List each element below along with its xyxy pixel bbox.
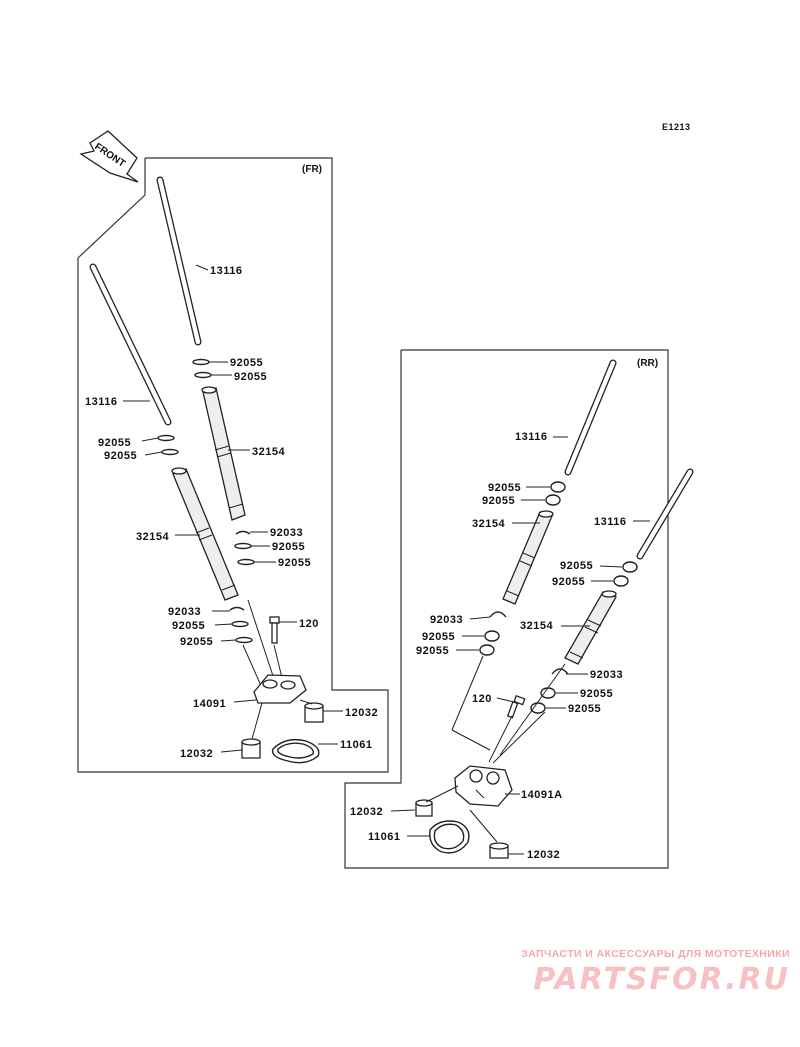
label-fr-13116-b: 13116 — [85, 396, 117, 408]
label-rr-32154-a: 32154 — [472, 518, 505, 530]
label-rr-92033-1: 92033 — [430, 614, 463, 626]
label-rr-92033-2: 92033 — [590, 669, 623, 681]
clip-fr-2 — [229, 606, 245, 611]
label-fr-92033-2: 92033 — [168, 606, 201, 618]
pushrod-rr-a — [564, 359, 617, 476]
watermark: ЗАПЧАСТИ И АКСЕССУАРЫ ДЛЯ МОТОТЕХНИКИ PA… — [480, 948, 790, 997]
o-ring-rr-7 — [540, 687, 556, 699]
label-rr-92055-8: 92055 — [568, 703, 601, 715]
front-direction-arrow: FRONT — [79, 130, 139, 183]
label-rr-14091A: 14091A — [521, 789, 563, 801]
o-ring-rr-8 — [530, 702, 546, 714]
diagram-code: E1213 — [662, 122, 691, 132]
bushing-rr-a — [415, 799, 433, 817]
label-fr-92055-5: 92055 — [272, 541, 305, 553]
o-ring-rr-1 — [550, 481, 566, 493]
label-rr-92055-3: 92055 — [560, 560, 593, 572]
bushing-rr-b — [489, 842, 509, 859]
label-fr-32154-a: 32154 — [252, 446, 285, 458]
bolt-rr — [506, 694, 526, 719]
o-ring-rr-3 — [622, 561, 638, 573]
pushrod-tube-rr-b — [564, 590, 617, 665]
pushrod-fr-b — [89, 263, 172, 426]
label-fr-12032-b: 12032 — [180, 748, 213, 760]
bolt-fr — [269, 616, 280, 644]
pushrod-fr-a — [156, 176, 202, 346]
label-rr-92055-4: 92055 — [552, 576, 585, 588]
pushrod-rr-b — [636, 468, 694, 560]
label-rr-12032-b: 12032 — [527, 849, 560, 861]
label-rr-92055-6: 92055 — [416, 645, 449, 657]
label-rr-92055-7: 92055 — [580, 688, 613, 700]
label-rr-120: 120 — [472, 693, 492, 705]
cover-fr — [253, 674, 307, 704]
watermark-tagline: ЗАПЧАСТИ И АКСЕССУАРЫ ДЛЯ МОТОТЕХНИКИ — [521, 948, 790, 960]
bushing-fr-b — [241, 738, 261, 759]
label-rr-12032-a: 12032 — [350, 806, 383, 818]
label-fr-92055-4: 92055 — [104, 450, 137, 462]
label-rr-11061: 11061 — [368, 831, 400, 843]
label-fr-92055-8: 92055 — [180, 636, 213, 648]
label-rr-92055-1: 92055 — [488, 482, 521, 494]
o-ring-fr-7 — [231, 620, 249, 628]
o-ring-rr-2 — [545, 494, 561, 506]
watermark-logo: PARTSFOR.RU — [533, 962, 790, 997]
label-fr-13116-a: 13116 — [210, 265, 242, 277]
clip-rr-1 — [489, 611, 507, 618]
rear-section-border — [344, 349, 669, 869]
o-ring-fr-5 — [234, 542, 252, 550]
o-ring-fr-8 — [235, 636, 253, 644]
label-fr-92055-3: 92055 — [98, 437, 131, 449]
label-rr-13116-a: 13116 — [515, 431, 547, 443]
rear-section-label: (RR) — [637, 358, 658, 369]
label-fr-11061: 11061 — [340, 739, 372, 751]
pushrod-tube-fr-b — [171, 467, 239, 601]
o-ring-fr-6 — [237, 558, 255, 566]
label-rr-32154-b: 32154 — [520, 620, 553, 632]
o-ring-fr-2 — [194, 371, 212, 379]
label-rr-13116-b: 13116 — [594, 516, 626, 528]
label-fr-12032-a: 12032 — [345, 707, 378, 719]
cover-rr — [454, 765, 513, 807]
label-fr-92055-7: 92055 — [172, 620, 205, 632]
label-fr-32154-b: 32154 — [136, 531, 169, 543]
o-ring-fr-3 — [157, 434, 175, 442]
label-fr-120: 120 — [299, 618, 319, 630]
label-fr-14091: 14091 — [193, 698, 226, 710]
clip-fr-1 — [235, 530, 251, 535]
label-fr-92055-6: 92055 — [278, 557, 311, 569]
bushing-fr-a — [304, 702, 324, 723]
pushrod-tube-fr-a — [201, 386, 246, 521]
o-ring-rr-6 — [479, 644, 495, 656]
gasket-rr — [429, 820, 470, 854]
o-ring-fr-1 — [192, 358, 210, 366]
o-ring-fr-4 — [161, 448, 179, 456]
o-ring-rr-5 — [484, 630, 500, 642]
label-rr-92055-5: 92055 — [422, 631, 455, 643]
front-section-border — [77, 157, 389, 773]
pushrod-tube-rr-a — [502, 510, 554, 605]
label-fr-92033-1: 92033 — [270, 527, 303, 539]
label-fr-92055-2: 92055 — [234, 371, 267, 383]
label-fr-92055-1: 92055 — [230, 357, 263, 369]
label-rr-92055-2: 92055 — [482, 495, 515, 507]
front-section-label: (FR) — [302, 164, 322, 175]
clip-rr-2 — [551, 668, 569, 675]
o-ring-rr-4 — [613, 575, 629, 587]
gasket-fr — [271, 738, 320, 764]
